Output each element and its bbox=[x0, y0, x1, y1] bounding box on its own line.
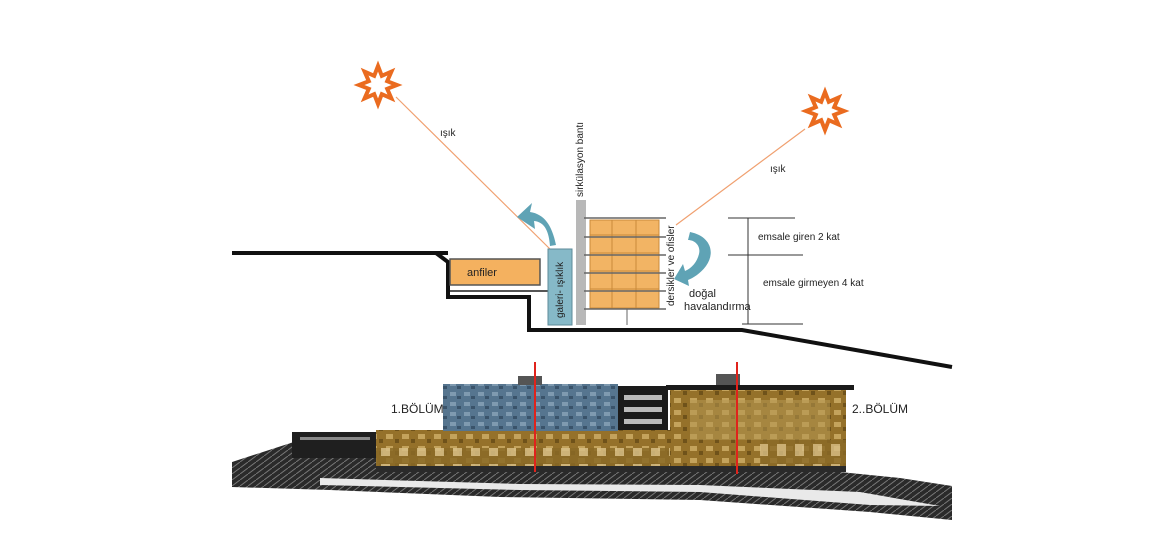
light-ray-right bbox=[675, 128, 806, 226]
amphitheater-block bbox=[449, 258, 541, 286]
light-label-left: ışık bbox=[440, 128, 457, 139]
building-elevation bbox=[232, 374, 952, 520]
ventilation-label-line2: havalandırma bbox=[684, 301, 752, 313]
sun-left-icon bbox=[353, 60, 403, 110]
far-excluded-label: emsale girmeyen 4 kat bbox=[763, 278, 864, 289]
ventilation-arrow-right-icon bbox=[674, 232, 711, 286]
ventilation-arrow-left-icon bbox=[517, 203, 556, 246]
classroom-office-label: dersikler ve ofisler bbox=[666, 225, 677, 306]
far-included-label: emsale giren 2 kat bbox=[758, 232, 840, 243]
amphitheater-label: anfiler bbox=[467, 267, 497, 279]
light-ray-left bbox=[395, 96, 554, 253]
far-markers bbox=[728, 217, 803, 325]
circulation-band bbox=[576, 200, 586, 325]
gallery-column bbox=[547, 248, 573, 326]
circulation-label: sirkülasyon bantı bbox=[575, 122, 586, 197]
sun-right-icon bbox=[800, 86, 850, 136]
ventilation-label-line1: doğal bbox=[689, 288, 716, 300]
light-label-right: ışık bbox=[770, 164, 787, 175]
part-one-label: 1.BÖLÜM bbox=[391, 402, 444, 416]
classroom-office-block bbox=[584, 217, 666, 325]
gallery-label: galeri- ışıklık bbox=[555, 261, 566, 318]
part-two-label: 2..BÖLÜM bbox=[852, 402, 908, 416]
